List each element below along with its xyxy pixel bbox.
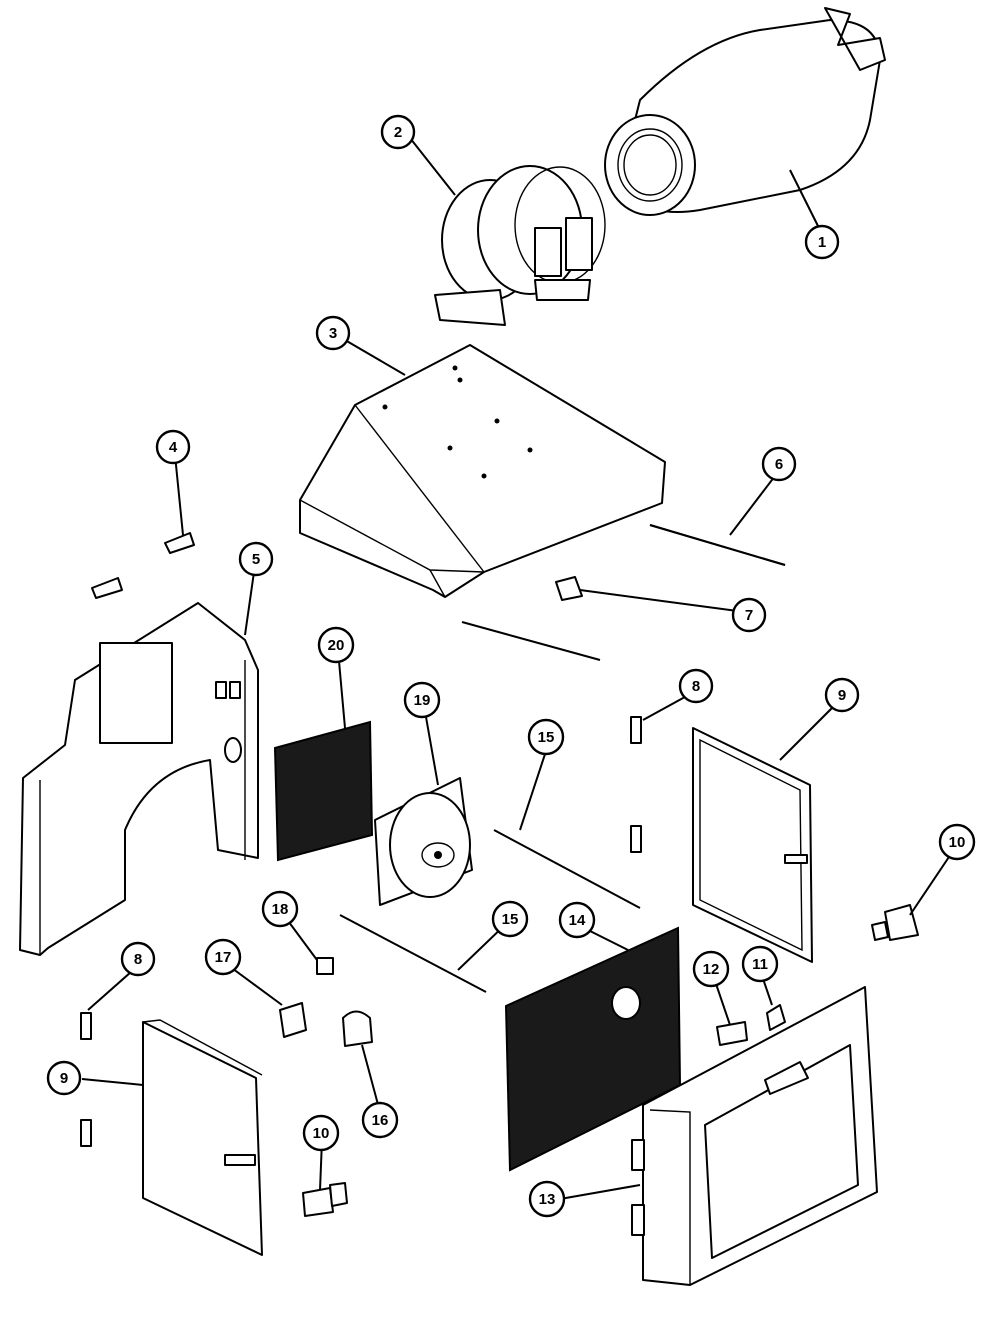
part-19-fan-assembly <box>374 777 473 906</box>
callout-5: 5 <box>238 541 274 577</box>
callout-1-label: 1 <box>818 234 826 251</box>
callout-5-label: 5 <box>252 551 260 568</box>
part-12-clip <box>716 1021 748 1046</box>
callout-1: 1 <box>804 224 840 260</box>
callout-3-label: 3 <box>329 325 337 342</box>
part-7-clip <box>555 576 583 601</box>
part-18-switch <box>316 957 334 975</box>
callout-8-left: 8 <box>120 941 156 977</box>
callout-11-label: 11 <box>752 956 768 973</box>
callout-10-right-label: 10 <box>949 834 966 851</box>
callout-20: 20 <box>317 626 355 664</box>
callout-2: 2 <box>380 114 416 150</box>
part-9-door-right <box>692 727 813 963</box>
part-20-filter <box>273 720 374 862</box>
callout-17: 17 <box>204 938 242 976</box>
callout-10-bottom: 10 <box>302 1114 340 1152</box>
part-17-control <box>279 1002 307 1038</box>
part-1-cylinder-housing <box>604 7 886 216</box>
callout-19: 19 <box>403 681 441 719</box>
callout-6: 6 <box>761 446 797 482</box>
callout-18-label: 18 <box>272 901 289 918</box>
callout-14-label: 14 <box>569 912 586 929</box>
part-2-ring-bracket <box>434 165 606 326</box>
part-4-bracket <box>91 532 195 599</box>
callout-12-label: 12 <box>703 961 720 978</box>
callout-3: 3 <box>315 315 351 351</box>
callout-10-right: 10 <box>938 823 976 861</box>
callout-17-label: 17 <box>215 949 232 966</box>
part-6-support-rods <box>461 524 786 661</box>
callout-19-label: 19 <box>414 692 431 709</box>
callout-9-left-label: 9 <box>60 1070 68 1087</box>
part-10-latch-right <box>871 904 919 941</box>
callout-15-upper: 15 <box>527 718 565 756</box>
callout-18: 18 <box>261 890 299 928</box>
callout-2-label: 2 <box>394 124 402 141</box>
part-15-cross-bars <box>339 829 641 993</box>
callout-15-lower-label: 15 <box>502 911 519 928</box>
part-9-door-left <box>142 1019 263 1256</box>
callout-15-upper-label: 15 <box>538 729 555 746</box>
part-8-hinges <box>80 716 642 1147</box>
callout-9-left: 9 <box>46 1060 82 1096</box>
callout-16-label: 16 <box>372 1112 389 1129</box>
callout-13-label: 13 <box>539 1191 556 1208</box>
part-10-latch-bottom <box>302 1182 348 1217</box>
callout-4: 4 <box>155 429 191 465</box>
callout-8-right: 8 <box>678 668 714 704</box>
part-16-capacitor <box>342 1010 373 1047</box>
callout-16: 16 <box>361 1101 399 1139</box>
callout-9-right-label: 9 <box>838 687 846 704</box>
part-13-front-grille <box>631 986 878 1286</box>
callout-6-label: 6 <box>775 456 783 473</box>
callout-12: 12 <box>692 950 730 988</box>
callout-9-right: 9 <box>824 677 860 713</box>
callout-7-label: 7 <box>745 607 753 624</box>
callout-20-label: 20 <box>328 637 345 654</box>
part-3-top-cover <box>299 344 666 598</box>
part-5-side-panel <box>19 602 259 956</box>
callout-8-left-label: 8 <box>134 951 142 968</box>
callout-15-lower: 15 <box>491 900 529 938</box>
callout-11: 11 <box>741 945 779 983</box>
callout-14: 14 <box>558 901 596 939</box>
callout-7: 7 <box>731 597 767 633</box>
callout-4-label: 4 <box>169 439 178 456</box>
callout-13: 13 <box>528 1180 566 1218</box>
callout-8-right-label: 8 <box>692 678 700 695</box>
part-11-clip <box>766 1004 786 1031</box>
callout-10-bottom-label: 10 <box>313 1125 330 1142</box>
